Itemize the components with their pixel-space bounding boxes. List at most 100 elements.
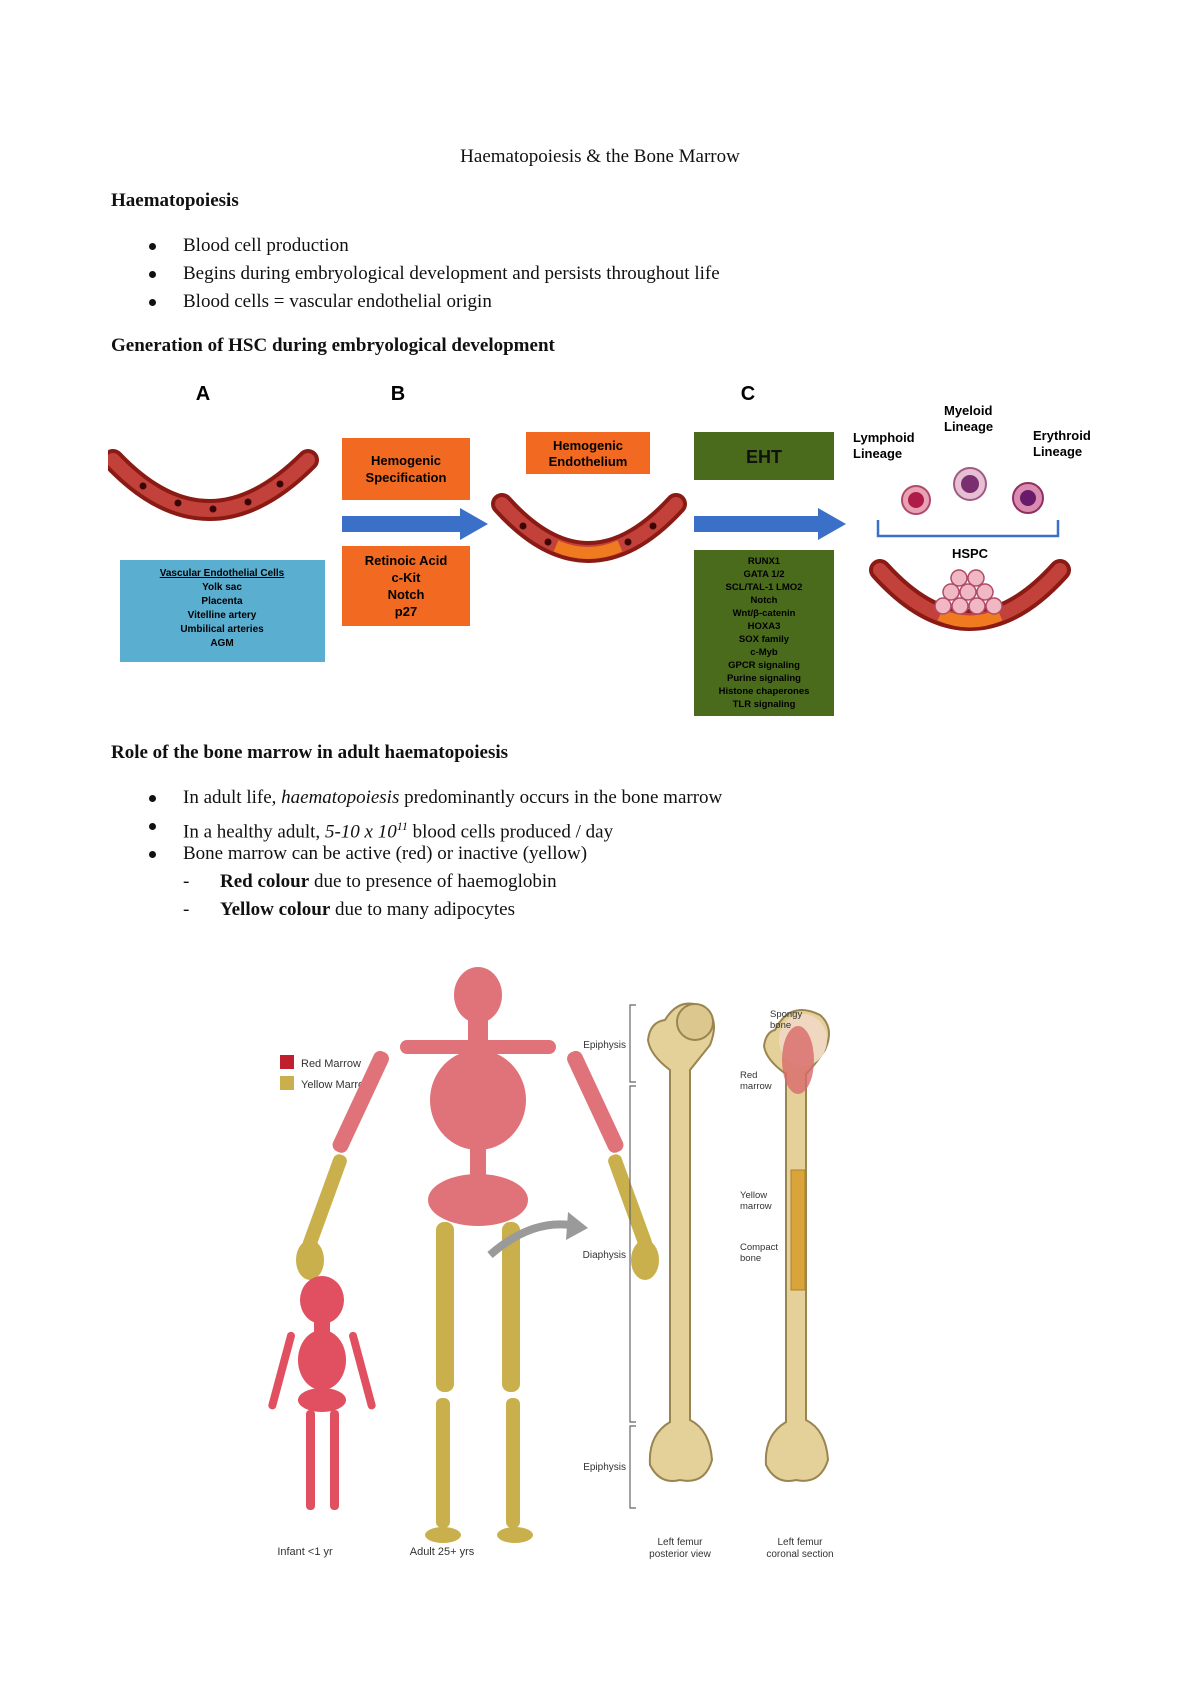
- eht-box: [694, 432, 834, 480]
- vec-item: Vitelline artery: [188, 610, 257, 621]
- signal-c: RUNX1: [748, 556, 781, 567]
- signal-c: SOX family: [739, 634, 790, 645]
- femur-posterior-label: posterior view: [649, 1549, 711, 1560]
- eht-label: EHT: [746, 447, 782, 467]
- list-subitem: Yellow colour due to many adipocytes: [111, 896, 722, 924]
- signal-c: SCL/TAL-1 LMO2: [726, 582, 803, 593]
- vec-item: Placenta: [201, 596, 243, 607]
- femur-coronal-label: Left femur: [777, 1537, 823, 1548]
- signal-c: HOXA3: [748, 621, 781, 632]
- compact-bone-label: bone: [740, 1253, 761, 1264]
- epiphysis-bottom-bracket: [629, 1425, 636, 1509]
- compact-bone-label: Compact: [740, 1242, 778, 1253]
- infant-label: Infant <1 yr: [277, 1546, 333, 1558]
- panel-label-a: A: [196, 383, 210, 405]
- bone-marrow-bullets: In adult life, haematopoiesis predominan…: [111, 784, 722, 924]
- adult-skeleton: [296, 967, 659, 1543]
- hspc-label: HSPC: [952, 546, 989, 561]
- text-part: due to presence of haemoglobin: [309, 871, 557, 892]
- vascular-endothelial-box: [120, 560, 325, 662]
- legend-yellow-label: Yellow Marrow: [301, 1079, 372, 1091]
- yellow-marrow-label: Yellow: [740, 1190, 767, 1201]
- femur-coronal: [762, 1009, 830, 1482]
- hemogenic-endo-line: Endothelium: [549, 454, 628, 469]
- signal-c: c-Myb: [750, 647, 778, 658]
- vessel-hspc: [869, 559, 1071, 631]
- erythroid-cell: [1012, 482, 1044, 514]
- text-italic: haematopoiesis: [281, 787, 400, 808]
- legend-red-swatch: [280, 1055, 294, 1069]
- bone-marrow-figure: Red Marrow Yellow Marrow Infant <1 yr Ad: [268, 967, 834, 1560]
- section-heading-haematopoiesis: Haematopoiesis: [111, 190, 239, 211]
- list-item: Blood cell production: [111, 232, 720, 260]
- exponent: 11: [396, 819, 408, 833]
- signal-b: Notch: [388, 587, 425, 602]
- panel-label-b: B: [391, 383, 405, 405]
- adult-label: Adult 25+ yrs: [410, 1546, 475, 1558]
- signal-b: p27: [395, 604, 417, 619]
- red-marrow-label: marrow: [740, 1081, 772, 1092]
- lymphoid-label: Lymphoid: [853, 430, 915, 445]
- curved-arrow-head: [566, 1212, 588, 1240]
- femur-posterior: [646, 1002, 715, 1482]
- text-part: due to many adipocytes: [330, 899, 515, 920]
- hemogenic-endo-line: Hemogenic: [553, 438, 623, 453]
- hemogenic-spec-line: Hemogenic: [371, 453, 441, 468]
- myeloid-label: Lineage: [944, 419, 993, 434]
- arrow-c: [694, 508, 846, 540]
- list-subitem: Red colour due to presence of haemoglobi…: [111, 868, 722, 896]
- vec-item: Yolk sac: [202, 582, 242, 593]
- signal-c: GATA 1/2: [744, 569, 785, 580]
- red-marrow-label: Red: [740, 1070, 757, 1081]
- vec-title: Vascular Endothelial Cells: [160, 568, 285, 579]
- section-heading-bone-marrow-role: Role of the bone marrow in adult haemato…: [111, 742, 509, 763]
- infant-skeleton: [268, 1276, 376, 1510]
- epiphysis-top-bracket: [629, 1004, 636, 1083]
- spongy-label: Spongy: [770, 1009, 802, 1020]
- lineage-bracket: [876, 520, 1060, 538]
- lymphoid-cell: [901, 485, 931, 515]
- diaphysis-label: Diaphysis: [583, 1250, 626, 1261]
- legend-yellow-swatch: [280, 1076, 294, 1090]
- signal-c: Wnt/β-catenin: [733, 608, 796, 619]
- list-item: In adult life, haematopoiesis predominan…: [111, 784, 722, 812]
- text-part: In a healthy adult,: [183, 821, 325, 843]
- list-item: Bone marrow can be active (red) or inact…: [111, 840, 722, 868]
- yellow-marrow-label: marrow: [740, 1201, 772, 1212]
- section-heading-hsc-generation: Generation of HSC during embryological d…: [111, 335, 555, 356]
- legend-red-label: Red Marrow: [301, 1058, 361, 1070]
- erythroid-label: Lineage: [1033, 444, 1082, 459]
- signal-b: Retinoic Acid: [365, 553, 448, 568]
- femur-coronal-label: coronal section: [766, 1549, 833, 1560]
- signal-c: GPCR signaling: [728, 660, 800, 671]
- signal-c: Histone chaperones: [719, 686, 810, 697]
- vessel-hemogenic: [491, 493, 687, 563]
- signals-b-box: [342, 546, 470, 626]
- hemogenic-endothelium-box: [526, 432, 650, 474]
- panel-label-c: C: [741, 383, 755, 405]
- vec-item: AGM: [210, 638, 233, 649]
- text-bold: Yellow colour: [220, 899, 331, 920]
- signal-b: c-Kit: [392, 570, 422, 585]
- list-item: Begins during embryological development …: [111, 260, 720, 288]
- list-item: In a healthy adult, 5-10 x 1011 blood ce…: [111, 812, 722, 843]
- text-italic: 5-10 x 10: [324, 821, 397, 843]
- signal-c: Notch: [751, 595, 778, 606]
- hemogenic-spec-line: Specification: [366, 470, 447, 485]
- epiphysis-top-label: Epiphysis: [583, 1040, 626, 1051]
- arrow-b: [342, 508, 488, 540]
- spongy-label: bone: [770, 1020, 791, 1031]
- text-part: blood cells produced / day: [407, 821, 614, 843]
- text-part: In adult life,: [183, 787, 282, 808]
- page-title: Haematopoiesis & the Bone Marrow: [460, 146, 740, 167]
- list-item: Blood cells = vascular endothelial origi…: [111, 288, 720, 316]
- vessel-endothelium-a: [108, 449, 319, 521]
- myeloid-cell: [953, 467, 987, 501]
- text-part: predominantly occurs in the bone marrow: [399, 787, 723, 808]
- hsc-generation-figure: A B C Vascular Endothelial Cells Yolk sa…: [108, 383, 1091, 716]
- lymphoid-label: Lineage: [853, 446, 902, 461]
- myeloid-label: Myeloid: [944, 403, 992, 418]
- text-bold: Red colour: [220, 871, 310, 892]
- femur-posterior-label: Left femur: [657, 1537, 703, 1548]
- diaphysis-bracket: [629, 1085, 636, 1423]
